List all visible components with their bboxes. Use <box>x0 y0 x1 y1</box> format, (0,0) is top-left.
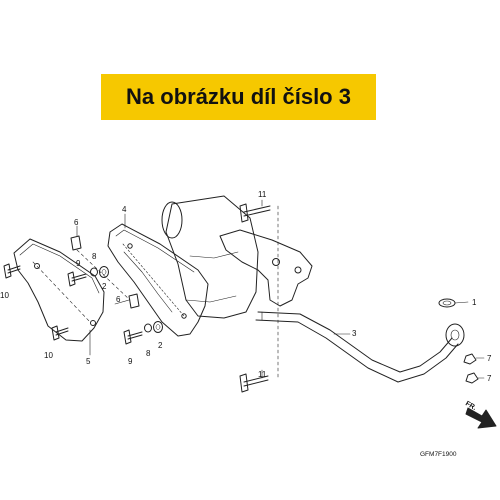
fasteners <box>3 235 163 345</box>
callout-6-bottom: 6 <box>116 295 121 304</box>
callout-6-top: 6 <box>74 218 79 227</box>
callout-4: 4 <box>122 205 127 214</box>
callout-7-top: 7 <box>487 354 492 363</box>
callout-10-bottom: 10 <box>44 351 53 360</box>
reference-lines <box>32 205 279 381</box>
muffler-body <box>161 195 313 319</box>
callout-8-top: 8 <box>92 252 97 261</box>
leader-lines <box>76 199 485 379</box>
part-number-banner: Na obrázku díl číslo 3 <box>101 74 376 120</box>
direction-label: FR. <box>464 400 477 412</box>
callout-labels: 11 11 4 6 6 8 8 9 9 2 2 10 10 5 3 1 7 7 <box>0 190 492 383</box>
callout-7-bottom: 7 <box>487 374 492 383</box>
front-direction-arrow: FR. <box>464 400 497 429</box>
callout-9-bottom: 9 <box>128 357 133 366</box>
heat-protector <box>107 223 209 337</box>
callout-11-bottom: 11 <box>258 370 267 379</box>
exhaust-gasket <box>438 298 456 308</box>
callout-2-top: 2 <box>102 282 107 291</box>
callout-10-left: 10 <box>0 291 9 300</box>
callout-5: 5 <box>86 357 91 366</box>
callout-9-top: 9 <box>76 259 81 268</box>
diagram-code: GFM7F1900 <box>420 451 457 458</box>
banner-text: Na obrázku díl číslo 3 <box>126 84 351 109</box>
callout-11-top: 11 <box>258 190 267 199</box>
exhaust-pipe <box>255 311 465 383</box>
callout-1: 1 <box>472 298 477 307</box>
heat-shield-cover <box>13 238 105 342</box>
flange-bolts <box>239 203 271 393</box>
callout-8-bottom: 8 <box>146 349 151 358</box>
cap-nuts <box>463 353 479 384</box>
callout-3: 3 <box>352 329 357 338</box>
callout-2-bottom: 2 <box>158 341 163 350</box>
